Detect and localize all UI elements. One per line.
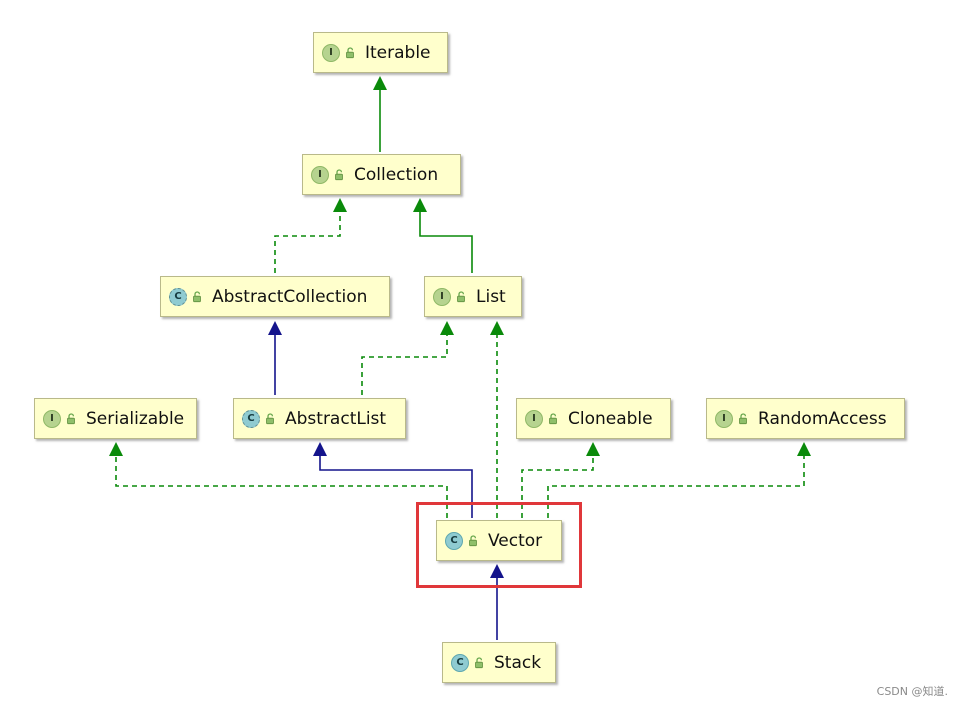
edge-abstractcollection-collection	[274, 198, 347, 273]
node-abstract-collection[interactable]: C AbstractCollection	[160, 276, 390, 317]
unlocked-icon	[457, 290, 465, 302]
node-label: AbstractList	[285, 408, 387, 429]
interface-icon: I	[43, 409, 61, 428]
node-abstract-list[interactable]: C AbstractList	[233, 398, 406, 439]
unlocked-icon	[739, 412, 747, 424]
edge-vector-cloneable	[521, 442, 600, 518]
node-label: Iterable	[365, 42, 431, 63]
node-label: Collection	[354, 164, 439, 185]
interface-icon: I	[311, 165, 329, 184]
unlocked-icon	[266, 412, 274, 424]
unlocked-icon	[346, 46, 354, 58]
node-label: Stack	[494, 652, 542, 673]
unlocked-icon	[469, 534, 477, 546]
node-label: Vector	[488, 530, 543, 551]
edge-vector-list	[490, 321, 504, 518]
vector-highlight-box	[416, 502, 582, 588]
edge-vector-randomaccess	[547, 442, 811, 518]
edge-collection-iterable	[373, 76, 387, 152]
edge-vector-abstractlist	[313, 442, 473, 518]
node-label: RandomAccess	[758, 408, 887, 429]
node-label: List	[476, 286, 506, 307]
abstract-class-icon: C	[242, 409, 260, 428]
edge-abstractlist-abstractcollection	[268, 321, 282, 395]
unlocked-icon	[335, 168, 343, 180]
node-iterable[interactable]: I Iterable	[313, 32, 448, 73]
unlocked-icon	[549, 412, 557, 424]
class-icon: C	[451, 653, 469, 672]
unlocked-icon	[67, 412, 75, 424]
interface-icon: I	[322, 43, 340, 62]
node-stack[interactable]: C Stack	[442, 642, 556, 683]
interface-icon: I	[715, 409, 733, 428]
interface-icon: I	[433, 287, 451, 306]
node-random-access[interactable]: I RandomAccess	[706, 398, 905, 439]
class-icon: C	[445, 531, 463, 550]
node-label: Serializable	[86, 408, 185, 429]
node-label: AbstractCollection	[212, 286, 368, 307]
abstract-class-icon: C	[169, 287, 187, 306]
edge-stack-vector	[490, 564, 504, 640]
edge-abstractlist-list	[361, 321, 454, 395]
node-label: Cloneable	[568, 408, 653, 429]
edge-list-collection	[413, 198, 473, 273]
unlocked-icon	[193, 290, 201, 302]
edge-vector-serializable	[109, 442, 448, 518]
node-serializable[interactable]: I Serializable	[34, 398, 197, 439]
node-collection[interactable]: I Collection	[302, 154, 461, 195]
node-cloneable[interactable]: I Cloneable	[516, 398, 671, 439]
node-list[interactable]: I List	[424, 276, 522, 317]
watermark: CSDN @知道.	[876, 685, 948, 698]
node-vector[interactable]: C Vector	[436, 520, 562, 561]
interface-icon: I	[525, 409, 543, 428]
unlocked-icon	[475, 656, 483, 668]
